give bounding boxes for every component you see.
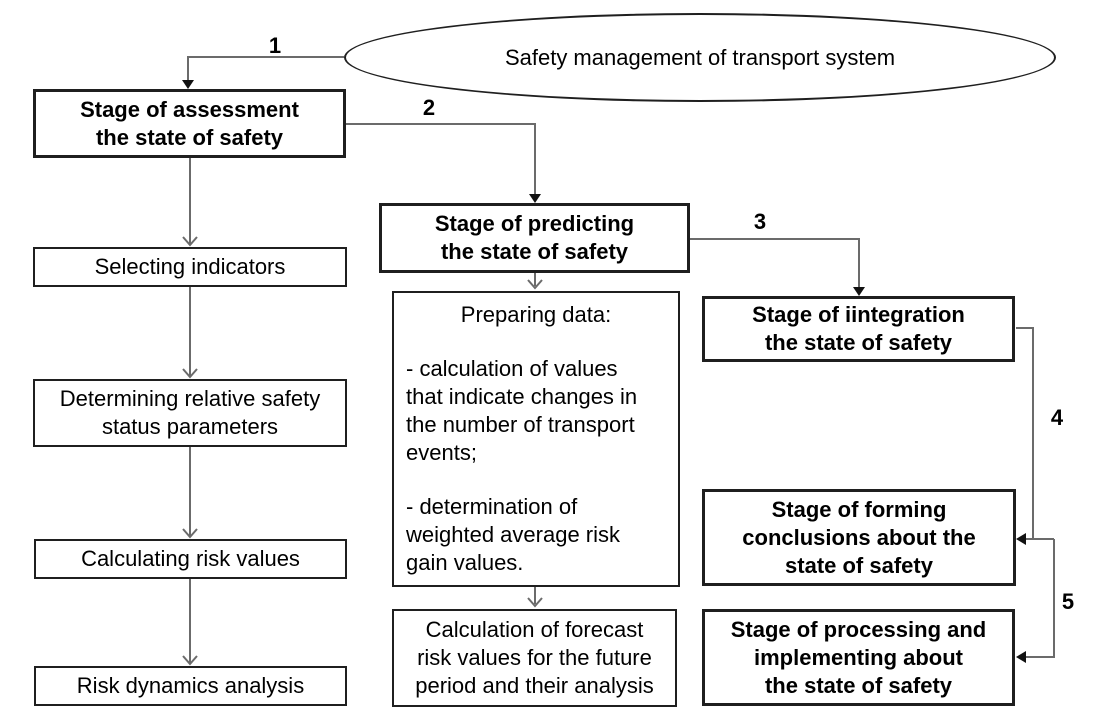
edge-preparing-to-forecast-arrow — [527, 587, 543, 608]
node-safety-management-ellipse: Safety management of transport system — [344, 13, 1056, 102]
node-stage-integration: Stage of iintegration the state of safet… — [702, 296, 1015, 362]
preparing-data-item-1: - calculation of values that indicate ch… — [406, 356, 638, 465]
edge-assessment-to-selecting-arrow — [182, 158, 198, 247]
node-stage-forming-conclusions: Stage of forming conclusions about the s… — [702, 489, 1016, 586]
node-stage-predicting: Stage of predicting the state of safety — [379, 203, 690, 273]
node-selecting-indicators: Selecting indicators — [33, 247, 347, 287]
edge-selecting-to-determining-arrow — [182, 287, 198, 379]
edge-2-label: 2 — [422, 95, 436, 120]
edge-1-label: 1 — [268, 33, 282, 58]
node-preparing-data: Preparing data: - calculation of values … — [392, 291, 680, 587]
edge-1-arrow — [182, 56, 344, 89]
node-forecast-calculation: Calculation of forecast risk values for … — [392, 609, 677, 707]
node-stage-assessment: Stage of assessment the state of safety — [33, 89, 346, 158]
edge-5-arrow — [1016, 539, 1055, 663]
edge-4-label: 4 — [1050, 405, 1064, 430]
preparing-data-item-2: - determination of weighted average risk… — [406, 494, 621, 575]
node-calculating-risk-values: Calculating risk values — [34, 539, 347, 579]
node-stage-processing-implementing: Stage of processing and implementing abo… — [702, 609, 1015, 706]
preparing-data-title: Preparing data: — [460, 302, 612, 327]
node-risk-dynamics-analysis: Risk dynamics analysis — [34, 666, 347, 706]
node-determining-parameters: Determining relative safety status param… — [33, 379, 347, 447]
edge-2-arrow — [346, 123, 541, 203]
edge-calculating-to-riskdynamics-arrow — [182, 579, 198, 666]
edge-5-label: 5 — [1061, 589, 1075, 614]
edge-4-arrow — [1016, 327, 1054, 545]
edge-3-arrow — [690, 238, 865, 296]
edge-3-label: 3 — [753, 209, 767, 234]
edge-predicting-to-preparing-arrow — [527, 273, 543, 290]
edge-determining-to-calculating-arrow — [182, 447, 198, 539]
